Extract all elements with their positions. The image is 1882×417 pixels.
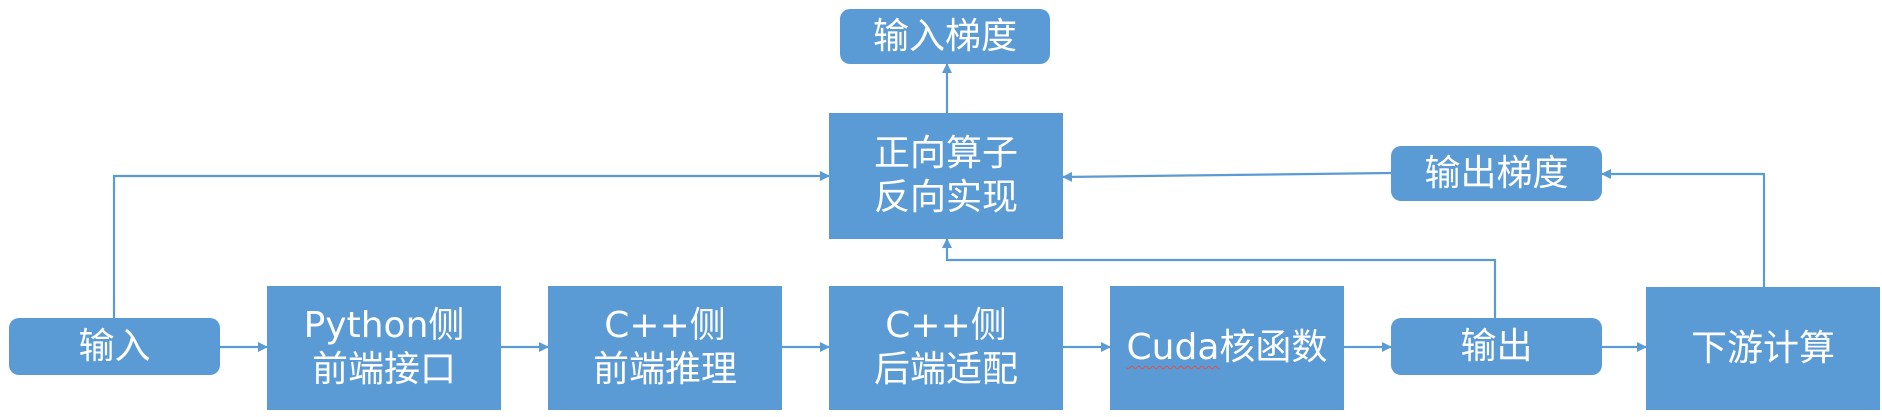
node-input: 输入 bbox=[9, 318, 220, 375]
node-label-line1: Python侧 bbox=[303, 305, 465, 347]
arrow-output-to-backward bbox=[942, 238, 1497, 318]
node-python-frontend: Python侧 前端接口 bbox=[267, 286, 501, 410]
node-output-grad: 输出梯度 bbox=[1391, 146, 1602, 201]
arrow-downstream-to-output-grad bbox=[1601, 169, 1766, 287]
node-label: 输出梯度 bbox=[1424, 152, 1569, 194]
node-label-line2: 前端接口 bbox=[311, 349, 456, 390]
node-label-line2: 前端推理 bbox=[592, 349, 737, 390]
node-label-line1: C++侧 bbox=[604, 305, 726, 347]
node-input-grad: 输入梯度 bbox=[840, 9, 1050, 64]
node-cpp-frontend: C++侧 前端推理 bbox=[548, 286, 782, 410]
node-downstream: 下游计算 bbox=[1646, 287, 1880, 410]
node-label: 输入 bbox=[78, 325, 151, 367]
node-label: Cuda核函数 bbox=[1127, 326, 1328, 370]
node-cpp-backend: C++侧 后端适配 bbox=[829, 286, 1063, 410]
node-label-line2: 反向实现 bbox=[873, 177, 1018, 218]
node-output: 输出 bbox=[1391, 318, 1602, 375]
node-label-line1: 正向算子 bbox=[873, 133, 1018, 175]
node-label: 输出 bbox=[1460, 325, 1533, 367]
node-label-line1: C++侧 bbox=[885, 305, 1007, 347]
arrow-input-to-backward bbox=[112, 171, 830, 318]
node-label: 输入梯度 bbox=[872, 15, 1017, 57]
node-op-backward: 正向算子 反向实现 bbox=[829, 113, 1063, 239]
arrow-output-grad-to-backward bbox=[1062, 171, 1392, 182]
node-label-word: Cuda bbox=[1126, 327, 1220, 369]
node-label-line2: 后端适配 bbox=[873, 349, 1018, 390]
node-label: 下游计算 bbox=[1690, 327, 1835, 369]
node-cuda-kernel: Cuda核函数 bbox=[1110, 286, 1344, 410]
node-label-rest: 核函数 bbox=[1219, 327, 1328, 369]
